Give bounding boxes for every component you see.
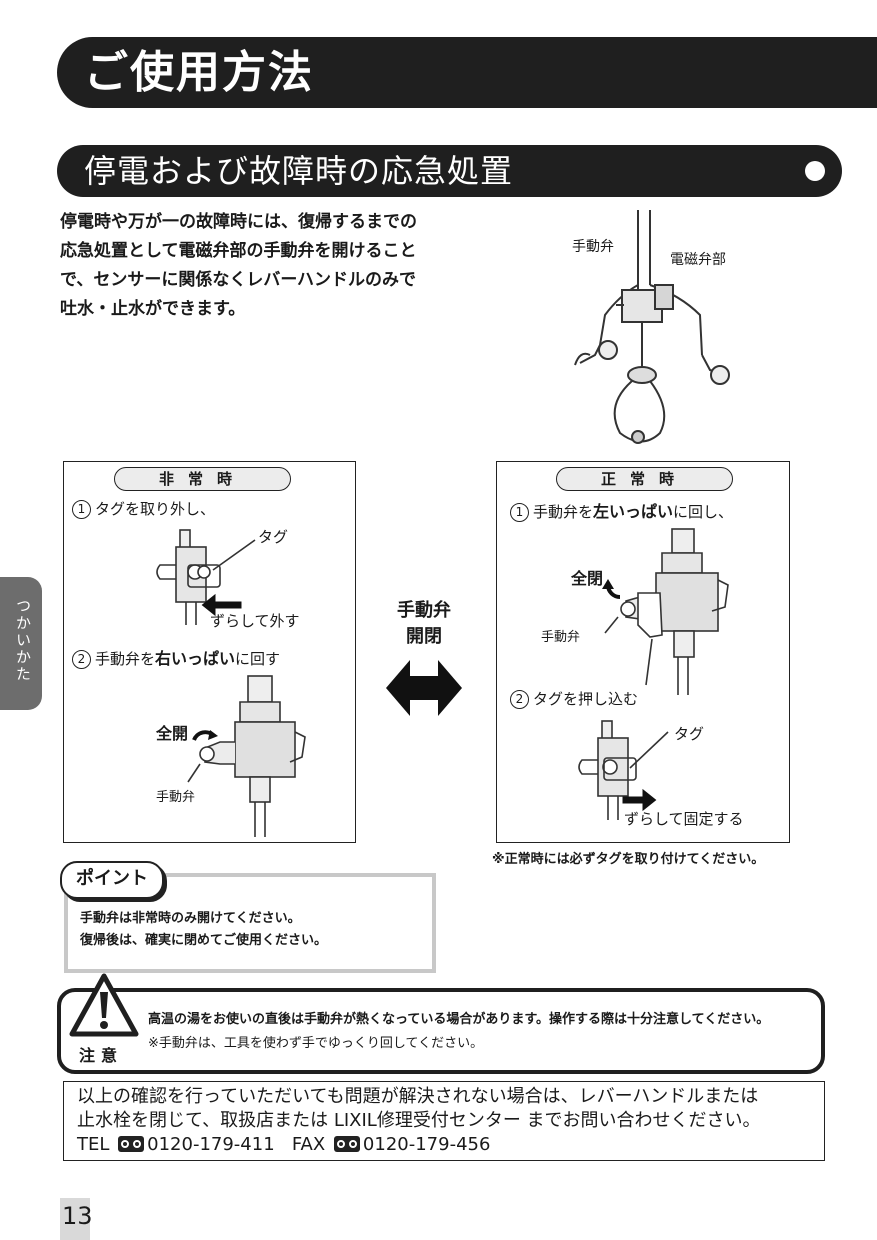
intro-line: で、センサーに関係なくレバーハンドルのみで bbox=[60, 270, 416, 290]
caution-text-1: 高温の湯をお使いの直後は手動弁が熱くなっている場合があります。操作する際は十分注… bbox=[148, 1012, 770, 1027]
side-tab-label: つかいかた bbox=[14, 598, 32, 683]
header-band bbox=[57, 37, 877, 108]
warning-triangle-icon bbox=[69, 973, 139, 1037]
section-band bbox=[57, 145, 842, 197]
valve-label: 手動弁 bbox=[572, 239, 614, 255]
normal-note: ※正常時には必ずタグを取り付けてください。 bbox=[492, 852, 765, 867]
panel-emergency bbox=[63, 461, 356, 843]
intro-line: 応急処置として電磁弁部の手動弁を開けること bbox=[60, 241, 417, 261]
page-title: ご使用方法 bbox=[84, 47, 314, 98]
contact-line: 以上の確認を行っていただいても問題が解決されない場合は、レバーハンドルまたは bbox=[77, 1086, 759, 1107]
faucet-valve-illustration bbox=[574, 210, 730, 444]
emergency-slide-label: ずらして外す bbox=[210, 612, 300, 630]
tel-label: TEL bbox=[77, 1134, 110, 1155]
point-line: 手動弁は非常時のみ開けてください。 bbox=[80, 911, 301, 926]
tag-removal-illustration bbox=[156, 529, 256, 625]
valve-toggle-label: 手動弁 開閉 bbox=[378, 598, 470, 650]
step-number: 1 bbox=[72, 500, 91, 519]
step-text: に回す bbox=[235, 650, 281, 668]
contact-phone-line: TEL 0120-179-411 FAX 0120-179-456 bbox=[77, 1133, 761, 1157]
freedial-icon bbox=[118, 1136, 145, 1152]
freedial-icon bbox=[333, 1136, 360, 1152]
page-number: 13 bbox=[62, 1202, 93, 1230]
caution-label: 注意 bbox=[79, 1046, 124, 1065]
fax-number: 0120-179-456 bbox=[362, 1134, 491, 1155]
step-emphasis: 右いっぱい bbox=[155, 649, 236, 668]
normal-close-label: 全閉 bbox=[571, 569, 604, 588]
valve-close-illustration bbox=[602, 528, 729, 695]
step-emphasis: 左いっぱい bbox=[593, 502, 674, 521]
normal-valve-label: 手動弁 bbox=[541, 630, 581, 645]
panel-normal bbox=[496, 461, 790, 843]
normal-fix-label: ずらして固定する bbox=[624, 810, 744, 828]
panel-emergency-title: 非常時 bbox=[114, 467, 291, 491]
contact-line: 止水栓を閉じて、取扱店または LIXIL修理受付センター までお問い合わせくださ… bbox=[77, 1110, 761, 1131]
tel-number: 0120-179-411 bbox=[147, 1134, 275, 1155]
valve-toggle-line: 開閉 bbox=[406, 626, 442, 647]
solenoid-label: 電磁弁部 bbox=[670, 252, 726, 268]
emergency-valve-label: 手動弁 bbox=[156, 790, 196, 805]
emergency-tag-label: タグ bbox=[258, 528, 289, 546]
valve-open-illustration bbox=[187, 675, 306, 837]
step-text: に回し、 bbox=[673, 503, 734, 521]
panel-normal-title: 正常時 bbox=[556, 467, 733, 491]
point-text: 手動弁は非常時のみ開けてください。 復帰後は、確実に閉めてご使用ください。 bbox=[80, 908, 327, 952]
intro-line: 停電時や万が一の故障時には、復帰するまでの bbox=[60, 212, 417, 232]
step-number: 2 bbox=[72, 650, 91, 669]
intro-text: 停電時や万が一の故障時には、復帰するまでの 応急処置として電磁弁部の手動弁を開け… bbox=[60, 208, 470, 324]
point-tag: ポイント bbox=[60, 861, 164, 899]
caution-text-2: ※手動弁は、工具を使わず手でゆっくり回してください。 bbox=[148, 1036, 484, 1051]
double-arrow-icon bbox=[386, 660, 462, 716]
step-number: 2 bbox=[510, 690, 529, 709]
normal-tag-label: タグ bbox=[674, 725, 705, 743]
tag-fix-illustration bbox=[578, 720, 669, 820]
caution-box bbox=[57, 988, 825, 1074]
step-number: 1 bbox=[510, 503, 529, 522]
step-text: 手動弁を bbox=[533, 503, 594, 521]
side-tab bbox=[0, 577, 42, 710]
step-text: 手動弁を bbox=[95, 650, 156, 668]
contact-text: 以上の確認を行っていただいても問題が解決されない場合は、レバーハンドルまたは 止… bbox=[77, 1085, 761, 1157]
step-text: タグを押し込む bbox=[533, 690, 639, 708]
valve-toggle-line: 手動弁 bbox=[397, 600, 451, 621]
section-dot-icon bbox=[805, 161, 825, 181]
contact-box bbox=[63, 1081, 825, 1161]
point-line: 復帰後は、確実に閉めてご使用ください。 bbox=[80, 933, 328, 948]
section-title: 停電および故障時の応急処置 bbox=[84, 152, 514, 190]
step-text: タグを取り外し、 bbox=[95, 500, 216, 518]
emergency-open-label: 全開 bbox=[156, 724, 189, 743]
page-number-tab bbox=[60, 1198, 90, 1240]
fax-label: FAX bbox=[291, 1134, 326, 1155]
intro-line: 吐水・止水ができます。 bbox=[60, 299, 246, 319]
